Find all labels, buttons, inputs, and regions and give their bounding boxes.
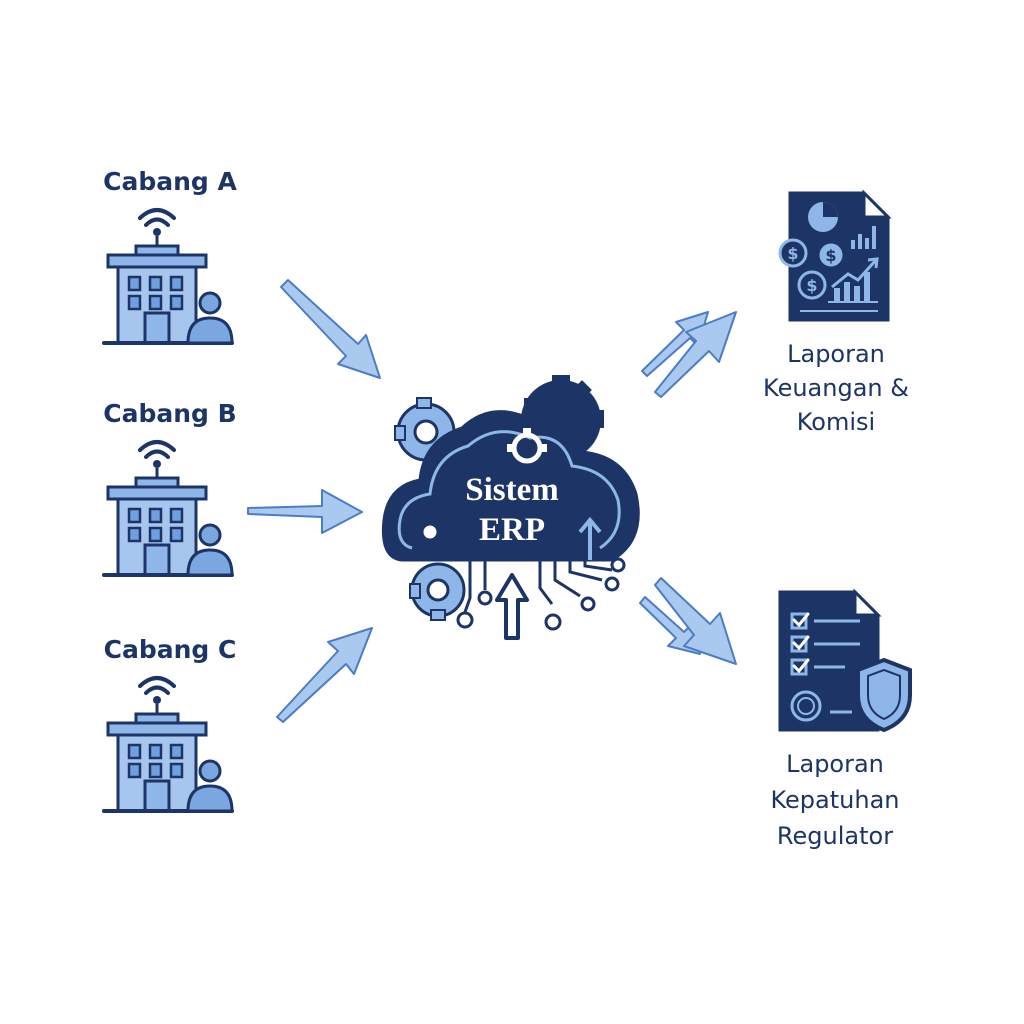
dollar-sign-icon: $ (787, 244, 798, 263)
branch-b-building-icon (102, 440, 234, 577)
erp-title-line2: ERP (479, 512, 545, 548)
dollar-sign-icon: $ (806, 276, 817, 295)
arrow-branch-c-to-erp (276, 627, 373, 723)
branch-label-a: Cabang A (103, 167, 237, 196)
compliance-report-label-line3: Regulator (777, 822, 893, 850)
erp-title-line1: Sistem (465, 472, 559, 508)
branch-label-b: Cabang B (103, 399, 236, 428)
arrow-erp-to-financial-report (641, 311, 737, 398)
arrow-erp-to-compliance-report (639, 577, 737, 665)
compliance-report-label-line2: Kepatuhan (771, 786, 900, 814)
arrow-branch-b-to-erp (247, 489, 363, 534)
financial-report-icon: $ $ $ (778, 189, 892, 322)
branch-c-building-icon (102, 676, 234, 813)
branch-a-building-icon (102, 208, 234, 345)
financial-report-label-line3: Komisi (797, 408, 875, 436)
erp-cloud-icon: Sistem ERP (381, 375, 640, 640)
compliance-report-label-line1: Laporan (786, 750, 884, 778)
arrow-branch-a-to-erp (280, 279, 381, 379)
branch-label-c: Cabang C (104, 635, 237, 664)
compliance-report-icon (778, 588, 912, 733)
financial-report-label-line1: Laporan (787, 340, 885, 368)
dollar-sign-icon: $ (825, 246, 836, 265)
financial-report-label-line2: Keuangan & (763, 374, 909, 402)
